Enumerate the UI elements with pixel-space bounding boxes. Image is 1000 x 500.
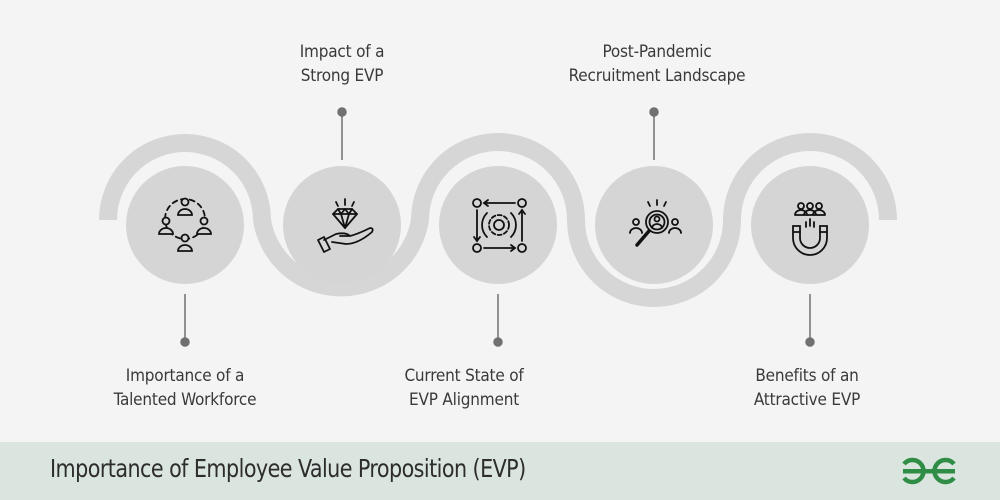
step-5-label-line1: Benefits of an: [755, 366, 859, 386]
step-4-label-line2: Recruitment Landscape: [568, 66, 746, 86]
footer-bar: Importance of Employee Value Proposition…: [0, 442, 1000, 500]
team-network-icon: [158, 197, 212, 252]
gear-alignment-icon: [472, 198, 527, 253]
step-2-label: Impact of a Strong EVP: [232, 40, 452, 88]
step-circle-1: [126, 166, 244, 284]
wave-path: [99, 133, 897, 307]
diagram-canvas: Importance of a Talented Workforce Impac…: [75, 40, 917, 412]
connectors: [180, 107, 815, 347]
step-1-label-line1: Importance of a: [125, 366, 245, 386]
step-5-label: Benefits of an Attractive EVP: [697, 364, 917, 412]
wave-track: [99, 107, 897, 347]
step-4-label-line1: Post-Pandemic: [602, 42, 712, 62]
step-1-label-line2: Talented Workforce: [113, 390, 257, 410]
talent-magnet-icon: [792, 202, 828, 256]
step-3-label-line2: EVP Alignment: [409, 390, 519, 410]
step-3-label: Current State of EVP Alignment: [354, 364, 574, 412]
step-circle-3: [439, 166, 557, 284]
step-2-label-line2: Strong EVP: [300, 66, 384, 86]
talent-search-icon: [629, 199, 682, 247]
diamond-in-hand-icon: [317, 198, 374, 253]
page-title: Importance of Employee Value Proposition…: [50, 454, 526, 483]
step-4-label: Post-Pandemic Recruitment Landscape: [547, 40, 767, 88]
step-3-label-line1: Current State of: [404, 366, 524, 386]
step-circles: [126, 166, 869, 284]
step-1-label: Importance of a Talented Workforce: [75, 364, 295, 412]
step-2-label-line1: Impact of a: [299, 42, 385, 62]
step-5-label-line2: Attractive EVP: [753, 390, 861, 410]
geeksforgeeks-logo-icon: [902, 457, 956, 485]
